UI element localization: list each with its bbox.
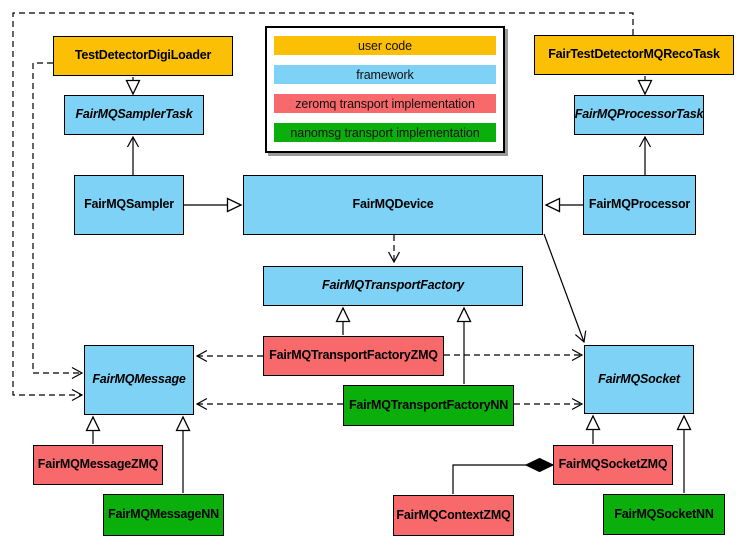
node-fairmqsamplertask: FairMQSamplerTask (64, 95, 204, 135)
legend-item-user-code: user code (274, 36, 496, 55)
node-fairmqtransportfactorynn: FairMQTransportFactoryNN (343, 385, 514, 426)
legend-item-nanomsg: nanomsg transport implementation (274, 123, 496, 142)
node-testdetectordigiloader: TestDetectorDigiLoader (53, 36, 233, 76)
node-fairmqsampler: FairMQSampler (74, 175, 184, 235)
node-fairmqdevice: FairMQDevice (243, 175, 543, 235)
node-fairtestdetectormqrecotask: FairTestDetectorMQRecoTask (534, 35, 734, 75)
node-fairmqmessage: FairMQMessage (84, 345, 194, 415)
node-fairmqprocessor: FairMQProcessor (583, 175, 696, 235)
node-fairmqsocketnn: FairMQSocketNN (603, 494, 725, 535)
node-fairmqmessagezmq: FairMQMessageZMQ (33, 445, 163, 485)
edge-device-socket (543, 233, 587, 344)
node-fairmqsocketzmq: FairMQSocketZMQ (553, 445, 673, 485)
legend: user code framework zeromq transport imp… (265, 26, 505, 153)
composition-diamond-icon (524, 457, 555, 473)
legend-item-framework: framework (274, 65, 496, 84)
node-fairmqprocessortask: FairMQProcessorTask (574, 95, 704, 135)
node-fairmqmessagenn: FairMQMessageNN (103, 494, 224, 536)
node-fairmqtransportfactory: FairMQTransportFactory (263, 266, 523, 306)
legend-item-zeromq: zeromq transport implementation (274, 94, 496, 113)
node-fairmqsocket: FairMQSocket (584, 345, 694, 414)
node-fairmqtransportfactoryzmq: FairMQTransportFactoryZMQ (263, 336, 444, 376)
node-fairmqcontextzmq: FairMQContextZMQ (393, 495, 514, 536)
edge-contextzmq-socketzmq (452, 464, 527, 494)
